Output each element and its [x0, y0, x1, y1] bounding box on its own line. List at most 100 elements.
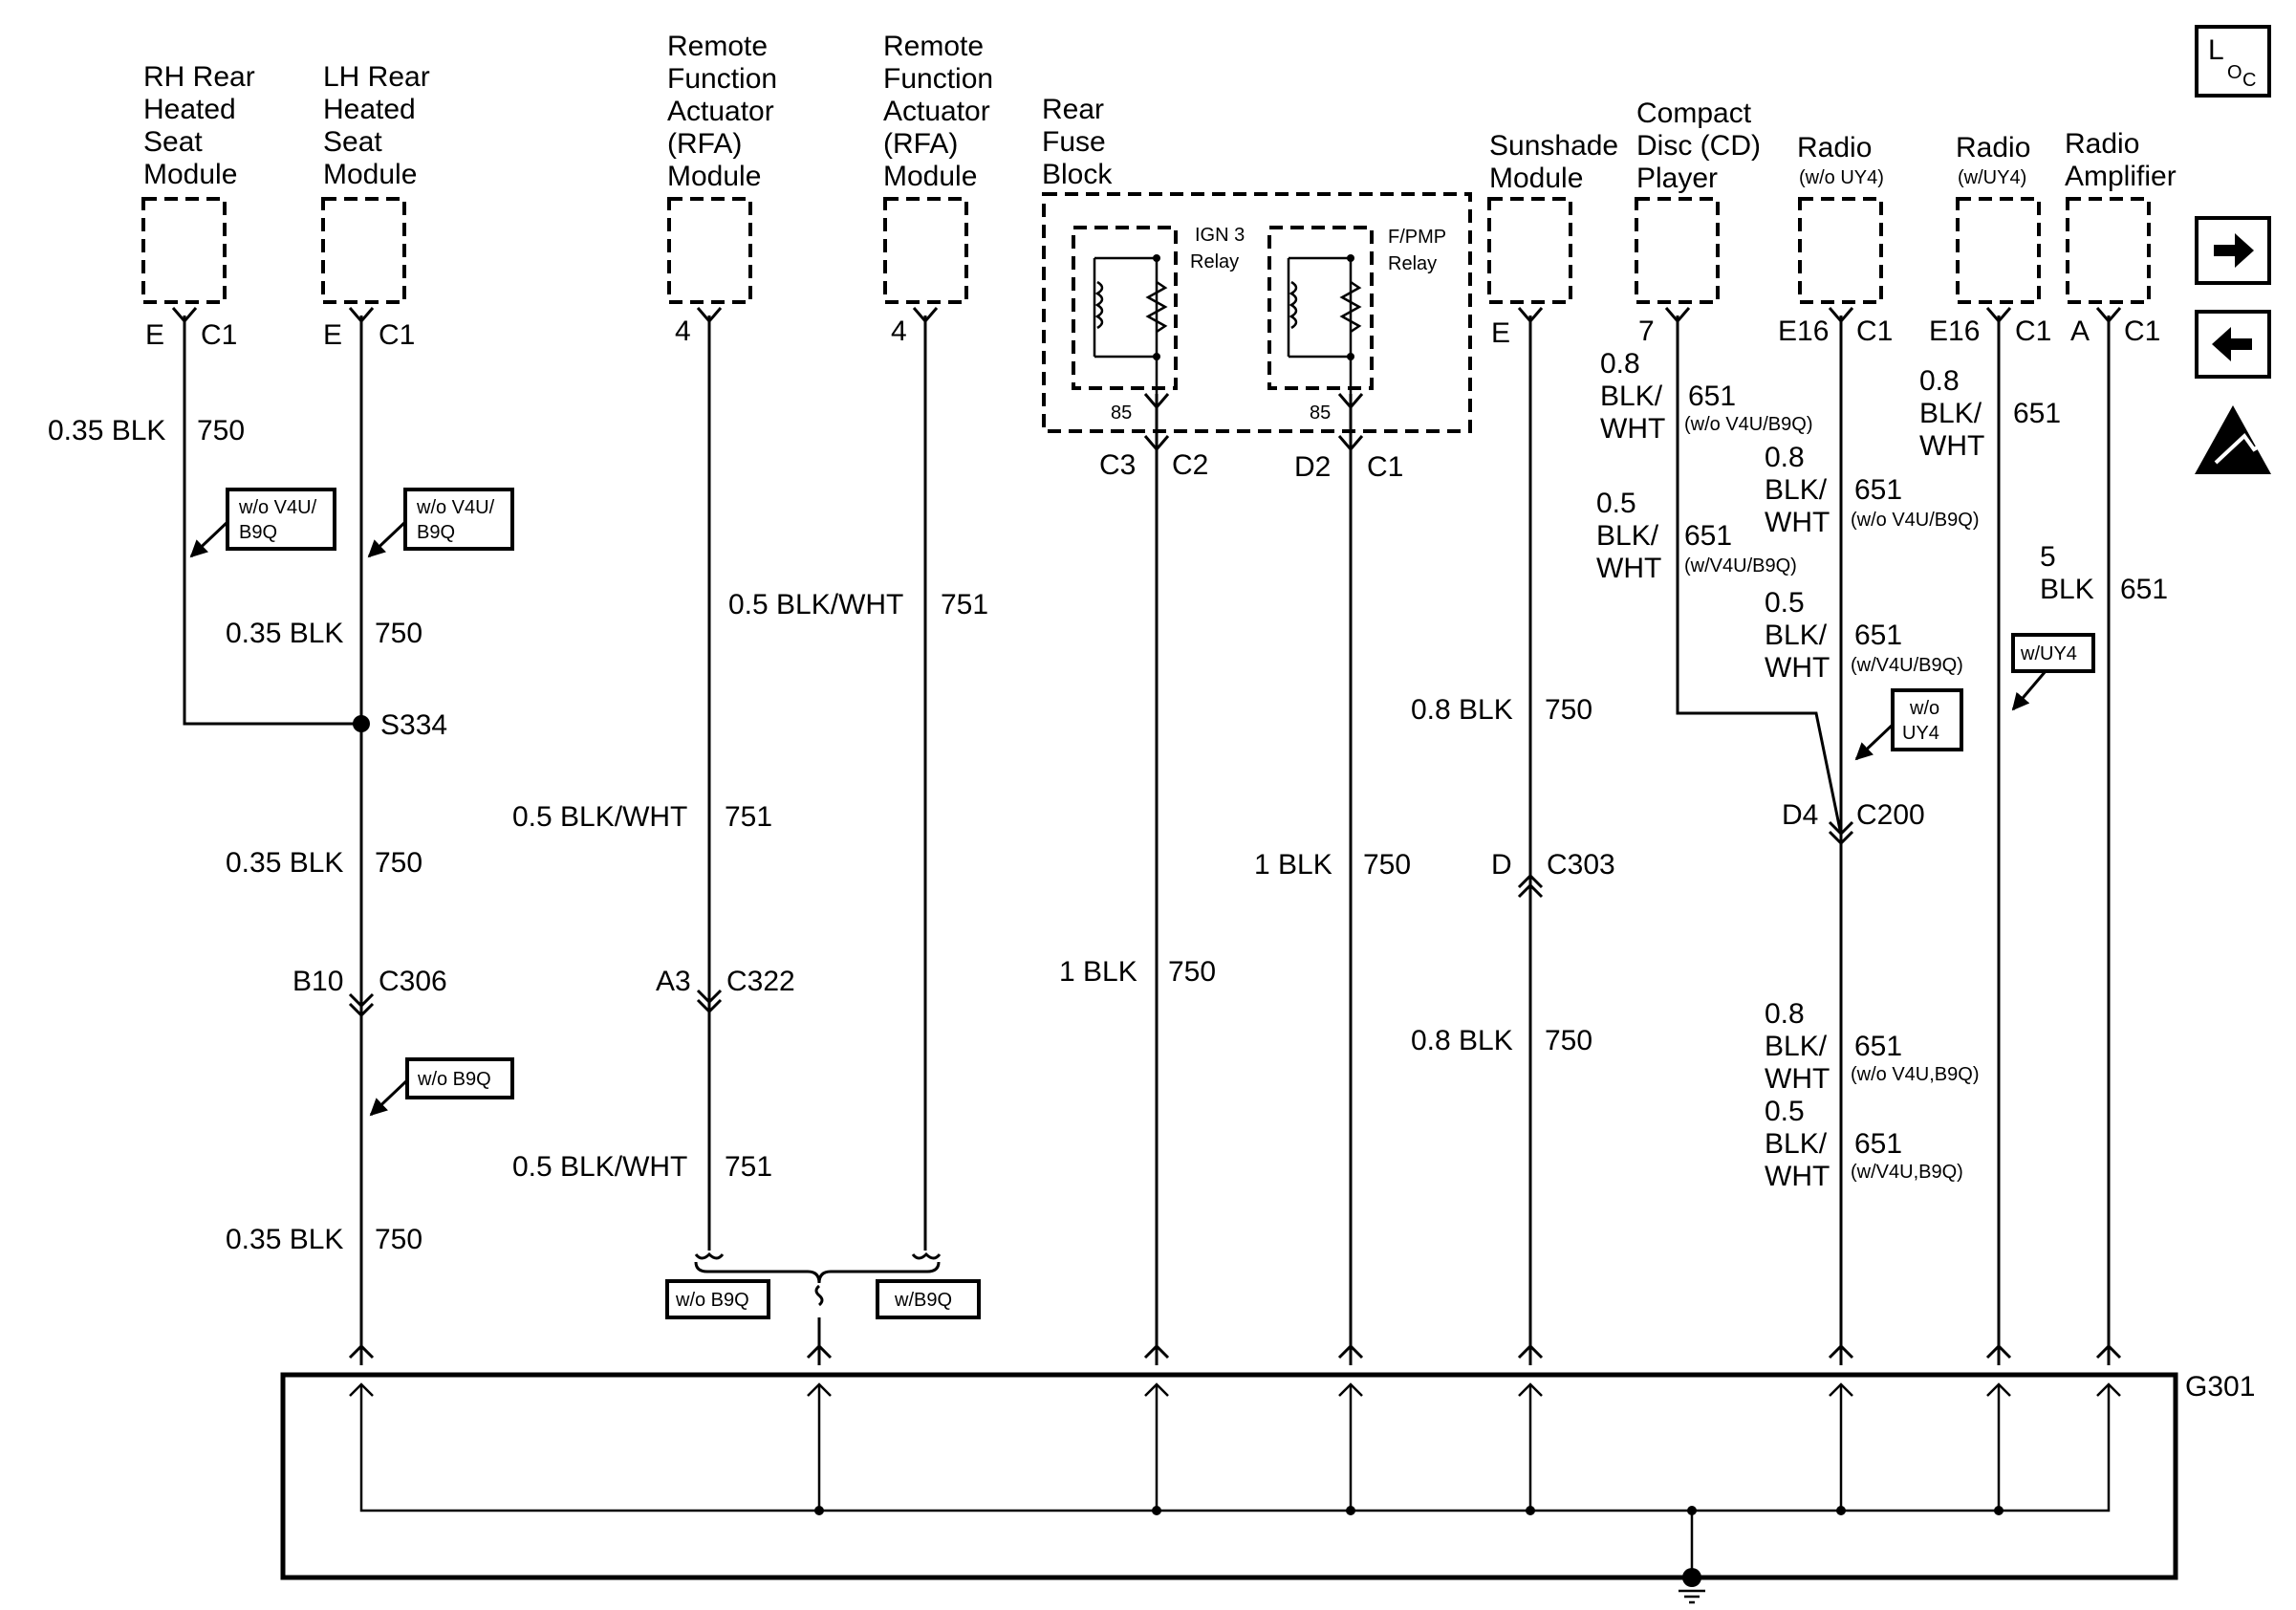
pin-c2: C2: [1172, 449, 1208, 481]
option-small-text: (w/o V4U/B9Q) (w/V4U/B9Q) (w/o V4U/B9Q) …: [1684, 414, 1979, 1183]
option-lh-line1: w/o V4U/: [416, 497, 495, 518]
sunshade-module-box: [1487, 197, 1572, 304]
pin-d2: D2: [1294, 451, 1331, 483]
rfa2-title-2: Function: [883, 63, 993, 95]
pin-c1-fuse: C1: [1367, 451, 1403, 483]
pin-c303: C303: [1547, 849, 1615, 881]
wire-rfa-terminals: [694, 1251, 942, 1260]
r1-circuit-2: 651: [1854, 620, 1902, 651]
r1-gauge-3c: WHT: [1765, 1063, 1830, 1095]
lh-gauge-3: 0.35 BLK: [226, 1224, 343, 1255]
radio-box-1: [1798, 197, 1883, 304]
sunshade-gauge-1: 0.8 BLK: [1411, 694, 1513, 726]
pin-a3: A3: [656, 966, 691, 997]
option-box-rfa-wo: w/o B9Q: [665, 1279, 770, 1319]
rfa2-title-1: Remote: [883, 31, 984, 62]
pin-c322: C322: [726, 966, 795, 997]
option-rfa-wo-label: w/o B9Q: [675, 1290, 749, 1311]
rfa1-title-4: (RFA): [667, 128, 742, 160]
ground-bus: [349, 1382, 2121, 1577]
loc-icon[interactable]: L O C: [2195, 25, 2271, 98]
cd-gauge-1c: WHT: [1600, 413, 1665, 445]
radio-amplifier-box: [2066, 197, 2151, 304]
rh-seat-title-3: Seat: [143, 126, 203, 158]
ground-symbol-icon: [1679, 1568, 1705, 1604]
rh-seat-module-box: [141, 197, 227, 304]
r2-gauge-b: BLK/: [1919, 398, 1982, 429]
next-page-arrow-icon[interactable]: [2195, 216, 2271, 285]
ground-g301-label: G301: [2185, 1371, 2255, 1403]
radio2-option: (w/UY4): [1958, 167, 2026, 188]
wire-rfa-break: [814, 1284, 824, 1307]
pin-sunshade-e: E: [1491, 317, 1510, 349]
cd-option-w: (w/V4U/B9Q): [1684, 555, 1797, 577]
cd-gauge-2b: BLK/: [1596, 520, 1659, 552]
wire-rh-seat: [183, 315, 361, 726]
fuse-block-title-1: Rear: [1042, 94, 1104, 125]
pin-c306: C306: [379, 966, 447, 997]
rfa1-title-3: Actuator: [667, 96, 774, 127]
cd-circuit-1: 651: [1688, 381, 1736, 412]
fuse-c1-circuit: 750: [1363, 849, 1411, 881]
amp-gauge-a: 5: [2040, 541, 2056, 573]
fuse-c1-gauge: 1 BLK: [1254, 849, 1332, 881]
r1-option-low-wo: (w/o V4U,B9Q): [1851, 1064, 1979, 1085]
rfa-module-box-1: [667, 197, 752, 304]
pin-c200: C200: [1856, 799, 1925, 831]
rfa1-title-1: Remote: [667, 31, 768, 62]
previous-page-arrow-icon[interactable]: [2195, 310, 2271, 379]
radio-amp-title-2: Amplifier: [2065, 161, 2177, 192]
cd-gauge-1a: 0.8: [1600, 348, 1640, 380]
pin-lh-e: E: [323, 319, 342, 351]
rfa1-title-2: Function: [667, 63, 777, 95]
radio2-title: Radio: [1956, 132, 2030, 163]
cd-title-1: Compact: [1636, 98, 1752, 129]
r1-gauge-2c: WHT: [1765, 652, 1830, 684]
pin-c3: C3: [1099, 449, 1136, 481]
option-lh-line2: B9Q: [417, 522, 455, 543]
loc-l: L: [2208, 34, 2224, 66]
sunshade-title-2: Module: [1489, 163, 1583, 194]
wire-rfa-brace: [694, 1261, 941, 1284]
r1-circuit-1: 651: [1854, 474, 1902, 506]
pin-radio1-e16: E16: [1778, 315, 1829, 347]
pin-cd-7: 7: [1638, 315, 1655, 347]
r1-option-w: (w/V4U/B9Q): [1851, 655, 1963, 676]
ign3-pin: 85: [1111, 402, 1132, 424]
ign3-relay-symbol: [1093, 254, 1168, 394]
fpmp-relay-symbol: [1287, 254, 1362, 394]
fpmp-pin: 85: [1310, 402, 1331, 424]
rh-circuit: 750: [197, 415, 245, 446]
rh-seat-title-4: Module: [143, 159, 237, 190]
ign3-label-2: Relay: [1190, 251, 1239, 272]
r1-gauge-3b: BLK/: [1765, 1031, 1828, 1062]
r1-option-low-w: (w/V4U,B9Q): [1851, 1162, 1963, 1183]
cd-gauge-1b: BLK/: [1600, 381, 1663, 412]
pin-rfa1-4: 4: [675, 315, 691, 347]
radio-amp-title-1: Radio: [2065, 128, 2139, 160]
sunshade-title-1: Sunshade: [1489, 130, 1618, 162]
r1-gauge-4a: 0.5: [1765, 1096, 1805, 1127]
ign3-label-1: IGN 3: [1195, 225, 1245, 246]
rfa-gauge-3: 0.5 BLK/WHT: [512, 1151, 687, 1183]
pin-rh-c1: C1: [201, 319, 237, 351]
pin-amp-a: A: [2070, 315, 2090, 347]
pin-rh-e: E: [145, 319, 164, 351]
r1-option-wo: (w/o V4U/B9Q): [1851, 510, 1979, 531]
cd-option-wo: (w/o V4U/B9Q): [1684, 414, 1812, 435]
option-wo-b9q-label: w/o B9Q: [417, 1069, 491, 1090]
pin-sunshade-d: D: [1491, 849, 1512, 881]
rfa-circuit-1: 751: [941, 589, 988, 620]
pin-rfa2-4: 4: [891, 315, 907, 347]
lh-circuit-3: 750: [375, 1224, 422, 1255]
option-wo-uy4-line2: UY4: [1902, 723, 1939, 744]
rfa-module-box-2: [883, 197, 968, 304]
lh-seat-title-2: Heated: [323, 94, 416, 125]
loc-o: O: [2227, 62, 2242, 83]
rfa2-title-3: Actuator: [883, 96, 990, 127]
r2-gauge-c: WHT: [1919, 430, 1984, 462]
lh-seat-title-3: Seat: [323, 126, 382, 158]
splice-s334-label: S334: [380, 709, 447, 741]
module-titles: RH Rear Heated Seat Module LH Rear Heate…: [143, 31, 2177, 194]
r2-gauge-a: 0.8: [1919, 365, 1960, 397]
